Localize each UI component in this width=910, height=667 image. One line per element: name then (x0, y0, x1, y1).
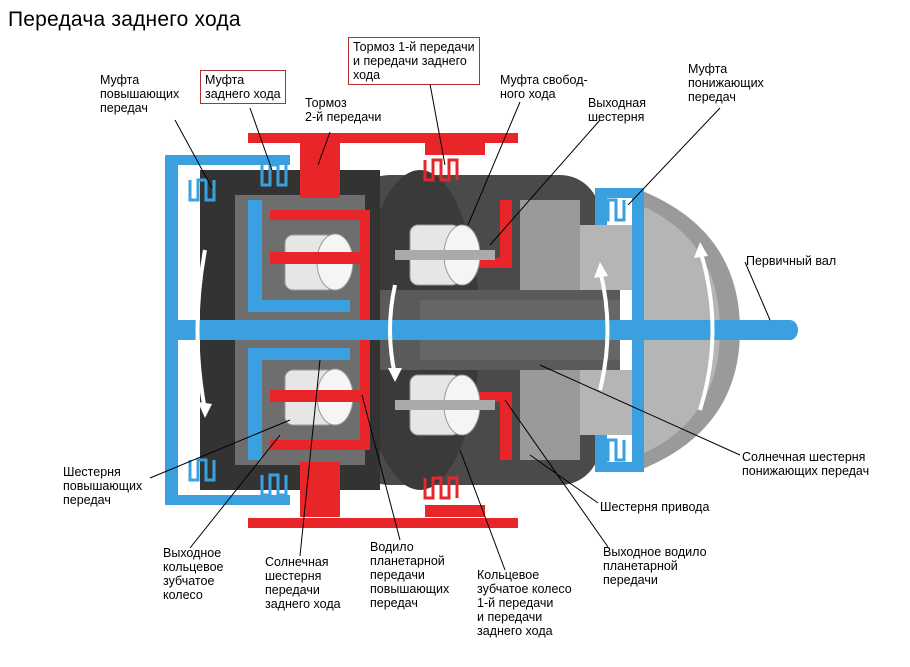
planet-gear-bottom-left (270, 368, 370, 426)
label-downshift-clutch: Муфта понижающих передач (688, 62, 764, 104)
input-shaft-end (782, 320, 798, 340)
brake-teeth (308, 158, 459, 500)
red-carrier-top (270, 210, 370, 320)
label-upshift-carrier: Водило планетарной передачи повышающих п… (370, 540, 450, 610)
label-drive-gear: Шестерня привода (600, 500, 710, 514)
label-output-carrier: Выходное водило планетарной передачи (603, 545, 707, 587)
label-upshift-clutch: Муфта повышающих передач (100, 73, 180, 115)
drive-block-bottom2 (580, 370, 635, 435)
blue-inner-b (248, 348, 350, 460)
label-reverse-clutch: Муфта заднего хода (200, 70, 286, 104)
blue-inner (248, 200, 350, 312)
red-drum-top (300, 143, 340, 198)
downshift-blue-housing (595, 188, 640, 225)
red-brake2-top (425, 143, 485, 155)
label-freewheel-clutch: Муфта свобод- ного хода (500, 73, 588, 101)
red-band-top (248, 133, 518, 143)
label-upshift-gear: Шестерня повышающих передач (63, 465, 143, 507)
leader-lines (149, 83, 771, 571)
label-brake-1st-reverse: Тормоз 1-й передачи и передачи заднего х… (348, 37, 480, 85)
label-ring-gear-1st-reverse: Кольцевое зубчатое колесо 1-й передачи и… (477, 568, 572, 638)
input-shaft-blue (165, 320, 790, 340)
arrow-heads (198, 242, 708, 418)
red-band-bottom (248, 518, 518, 528)
red-drum-bottom (300, 462, 340, 517)
label-downshift-sun-gear: Солнечная шестерня понижающих передач (742, 450, 870, 478)
label-output-gear: Выходная шестерня (588, 96, 647, 124)
downshift-blue-bar (632, 188, 644, 472)
rotation-arrows (195, 249, 715, 411)
planet-gear-top-right (395, 224, 495, 286)
label-output-ring-gear: Выходное кольцевое зубчатое колесо (163, 546, 224, 602)
blue-housing-bottom (165, 340, 290, 505)
red-inner-top (470, 200, 512, 268)
planet-gear-bottom-right (395, 374, 495, 436)
label-brake-2nd: Тормоз 2-й передачи (305, 96, 382, 124)
label-reverse-sun-gear: Солнечная шестерня передачи заднего хода (265, 555, 341, 611)
downshift-clutch-teeth (598, 198, 626, 462)
upshift-clutch-teeth (188, 163, 288, 497)
downshift-blue-housing-b (595, 435, 640, 472)
blue-housing (165, 155, 290, 320)
drive-block-top2 (580, 225, 635, 290)
drive-block-bottom (520, 370, 580, 460)
red-inner-bottom (470, 392, 512, 460)
label-input-shaft: Первичный вал (746, 254, 837, 268)
drive-block-top (520, 200, 580, 290)
red-brake2-bottom (425, 505, 485, 517)
red-carrier-bottom (270, 340, 370, 450)
page-title: Передача заднего хода (8, 8, 241, 31)
planet-gear-top-left (270, 233, 370, 291)
